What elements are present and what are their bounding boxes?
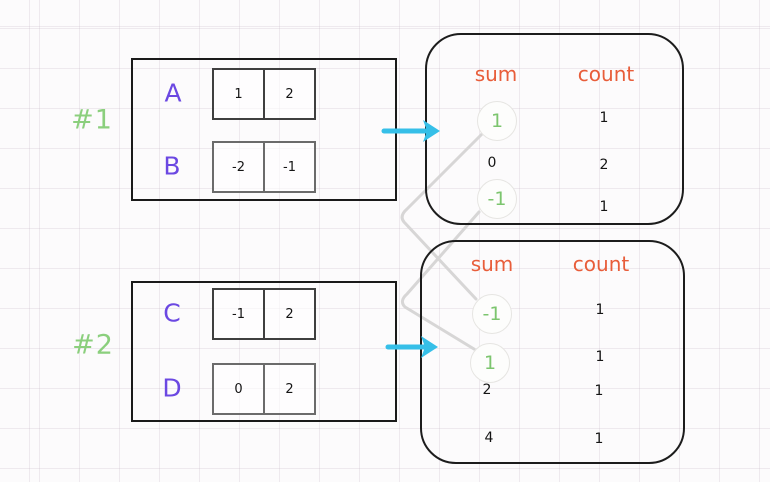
count-value: 1	[594, 431, 604, 447]
array-cell: -1	[263, 141, 316, 193]
cell-value: 2	[285, 306, 294, 322]
sum-value: 1	[490, 109, 504, 132]
cell-value: 1	[234, 86, 243, 102]
count-header: count	[572, 252, 630, 276]
array-c-cells: -1 2	[212, 288, 316, 340]
sum-header: sum	[474, 62, 518, 86]
count-value: 1	[599, 110, 609, 126]
array-cell: 2	[263, 68, 316, 120]
array-cell: 0	[212, 363, 265, 415]
cell-value: 2	[285, 381, 294, 397]
array-cell: 1	[212, 68, 265, 120]
highlight-circle: 1	[477, 101, 517, 141]
array-d-cells: 0 2	[212, 363, 316, 415]
array-cell: 2	[263, 288, 316, 340]
arrow-right-icon	[385, 336, 438, 358]
array-b-cells: -2 -1	[212, 141, 316, 193]
array-name-a: A	[164, 78, 182, 108]
array-cell: -1	[212, 288, 265, 340]
sum-value: 2	[482, 382, 492, 398]
cell-value: -2	[232, 159, 245, 175]
arrow-right-icon	[381, 120, 440, 142]
cell-value: 2	[285, 86, 294, 102]
example-2-result-card	[420, 240, 685, 464]
example-2-label: #2	[72, 329, 114, 361]
sum-value: 0	[487, 155, 497, 171]
array-a-cells: 1 2	[212, 68, 316, 120]
count-value: 1	[595, 302, 605, 318]
sum-header: sum	[470, 252, 514, 276]
cell-value: 0	[234, 381, 243, 397]
count-value: 1	[595, 349, 605, 365]
array-name-b: B	[163, 151, 181, 181]
count-value: 1	[599, 199, 609, 215]
count-value: 1	[594, 383, 604, 399]
highlight-circle: -1	[472, 294, 512, 334]
example-1-label: #1	[71, 104, 113, 136]
count-value: 2	[599, 157, 609, 173]
highlight-circle: -1	[477, 179, 517, 219]
sum-value: 1	[483, 351, 497, 374]
sum-value: -1	[487, 187, 507, 210]
connector-line-sum1-to-sumneg1	[400, 132, 484, 301]
cell-value: -1	[283, 159, 296, 175]
highlight-circle: 1	[470, 343, 510, 383]
sum-value: -1	[482, 302, 502, 325]
array-cell: -2	[212, 141, 265, 193]
array-cell: 2	[263, 363, 316, 415]
array-name-c: C	[163, 298, 181, 328]
sum-value: 4	[484, 430, 494, 446]
count-header: count	[577, 62, 635, 86]
connector-line-sumneg1-to-sum1	[400, 210, 481, 351]
example-2-input-box	[131, 281, 397, 422]
array-name-d: D	[162, 373, 182, 403]
cell-value: -1	[232, 306, 245, 322]
